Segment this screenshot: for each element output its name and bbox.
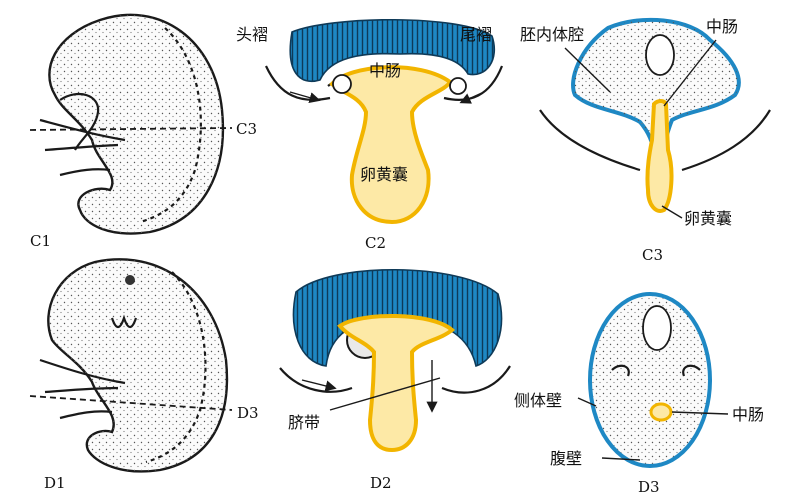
embryo-c1-stipple (49, 14, 223, 234)
panel-c3: 胚内体腔 中肠 卵黄囊 C3 (520, 17, 771, 264)
c2-label-head-fold: 头褶 (236, 25, 268, 44)
c2-head-vesicle (332, 74, 352, 94)
c2-label-yolk-sac: 卵黄囊 (360, 165, 408, 184)
d2-fold-arrow-left (301, 379, 337, 392)
embryo-d1-eye (125, 275, 135, 285)
d3-leader-midgut (671, 411, 729, 415)
c2-caption: C2 (365, 234, 386, 252)
c3-body-stipple (573, 19, 739, 161)
c3-leader-midgut (663, 39, 717, 107)
panel-c1: C3 C1 (29, 13, 257, 250)
c3-neural-tube (645, 34, 675, 76)
c3-outer-right-fold (681, 109, 771, 172)
d3-caption: D3 (638, 478, 660, 496)
c3-label-midgut: 中肠 (706, 17, 738, 36)
c3-label-yolk-sac: 卵黄囊 (684, 209, 732, 228)
c3-outer-left-fold (539, 109, 641, 172)
section-line-c1 (29, 127, 233, 131)
c1-caption: C1 (30, 232, 51, 250)
d2-outer-left-fold (279, 367, 353, 393)
d3-leader-ventral-wall (601, 457, 641, 461)
d2-label-umbilical-cord: 脐带 (288, 413, 320, 432)
c3-caption: C3 (642, 246, 663, 264)
d2-caption: D2 (370, 474, 392, 492)
panel-d2: 脐带 D2 (279, 268, 511, 492)
c2-outer-left-fold (265, 65, 331, 101)
d1-section-marker: D3 (237, 404, 259, 422)
panel-d1: D3 D1 (29, 258, 259, 492)
embryo-d1-stipple (48, 259, 227, 472)
embryo-c1-somites (139, 27, 202, 224)
c2-fold-arrow-right (459, 91, 485, 104)
d1-caption: D1 (44, 474, 66, 492)
d3-label-lateral-wall: 侧体壁 (514, 391, 562, 410)
c3-gut-tube (645, 99, 674, 213)
panel-d3: 侧体壁 中肠 腹壁 D3 (514, 292, 764, 496)
d2-leader-umbilical-cord (329, 377, 441, 411)
c2-amnion-cap (289, 18, 496, 82)
c2-label-tail-fold: 尾褶 (460, 25, 492, 44)
embryo-c1-heart-bulge (59, 92, 100, 151)
c2-label-midgut: 中肠 (369, 61, 401, 80)
c1-section-marker: C3 (236, 120, 257, 138)
d3-somite-right (682, 364, 701, 377)
embryo-d1-stalk (39, 358, 126, 420)
d3-leader-lateral-wall (577, 397, 597, 407)
d3-somite-left (611, 364, 630, 377)
c3-label-coelom: 胚内体腔 (520, 25, 584, 44)
d3-label-ventral-wall: 腹壁 (550, 449, 582, 468)
section-line-d1 (29, 395, 233, 411)
panel-c2: 头褶 尾褶 中肠 卵黄囊 C2 (236, 18, 504, 252)
c3-leader-coelom (564, 47, 611, 93)
embryo-d1-arches (110, 314, 138, 329)
d2-outer-right-fold (441, 365, 511, 394)
c2-fold-arrow-left (289, 91, 321, 104)
embryo-c1-stalk (39, 118, 126, 177)
d3-body-stipple (592, 296, 708, 464)
d3-label-midgut: 中肠 (732, 405, 764, 424)
c2-yolk-sac (329, 65, 453, 225)
c2-tail-vesicle (449, 77, 467, 95)
d3-neural-tube (642, 305, 672, 351)
c3-leader-yolk-sac (661, 205, 683, 219)
d3-midgut (649, 402, 673, 422)
d2-yolk-sac (337, 314, 456, 453)
